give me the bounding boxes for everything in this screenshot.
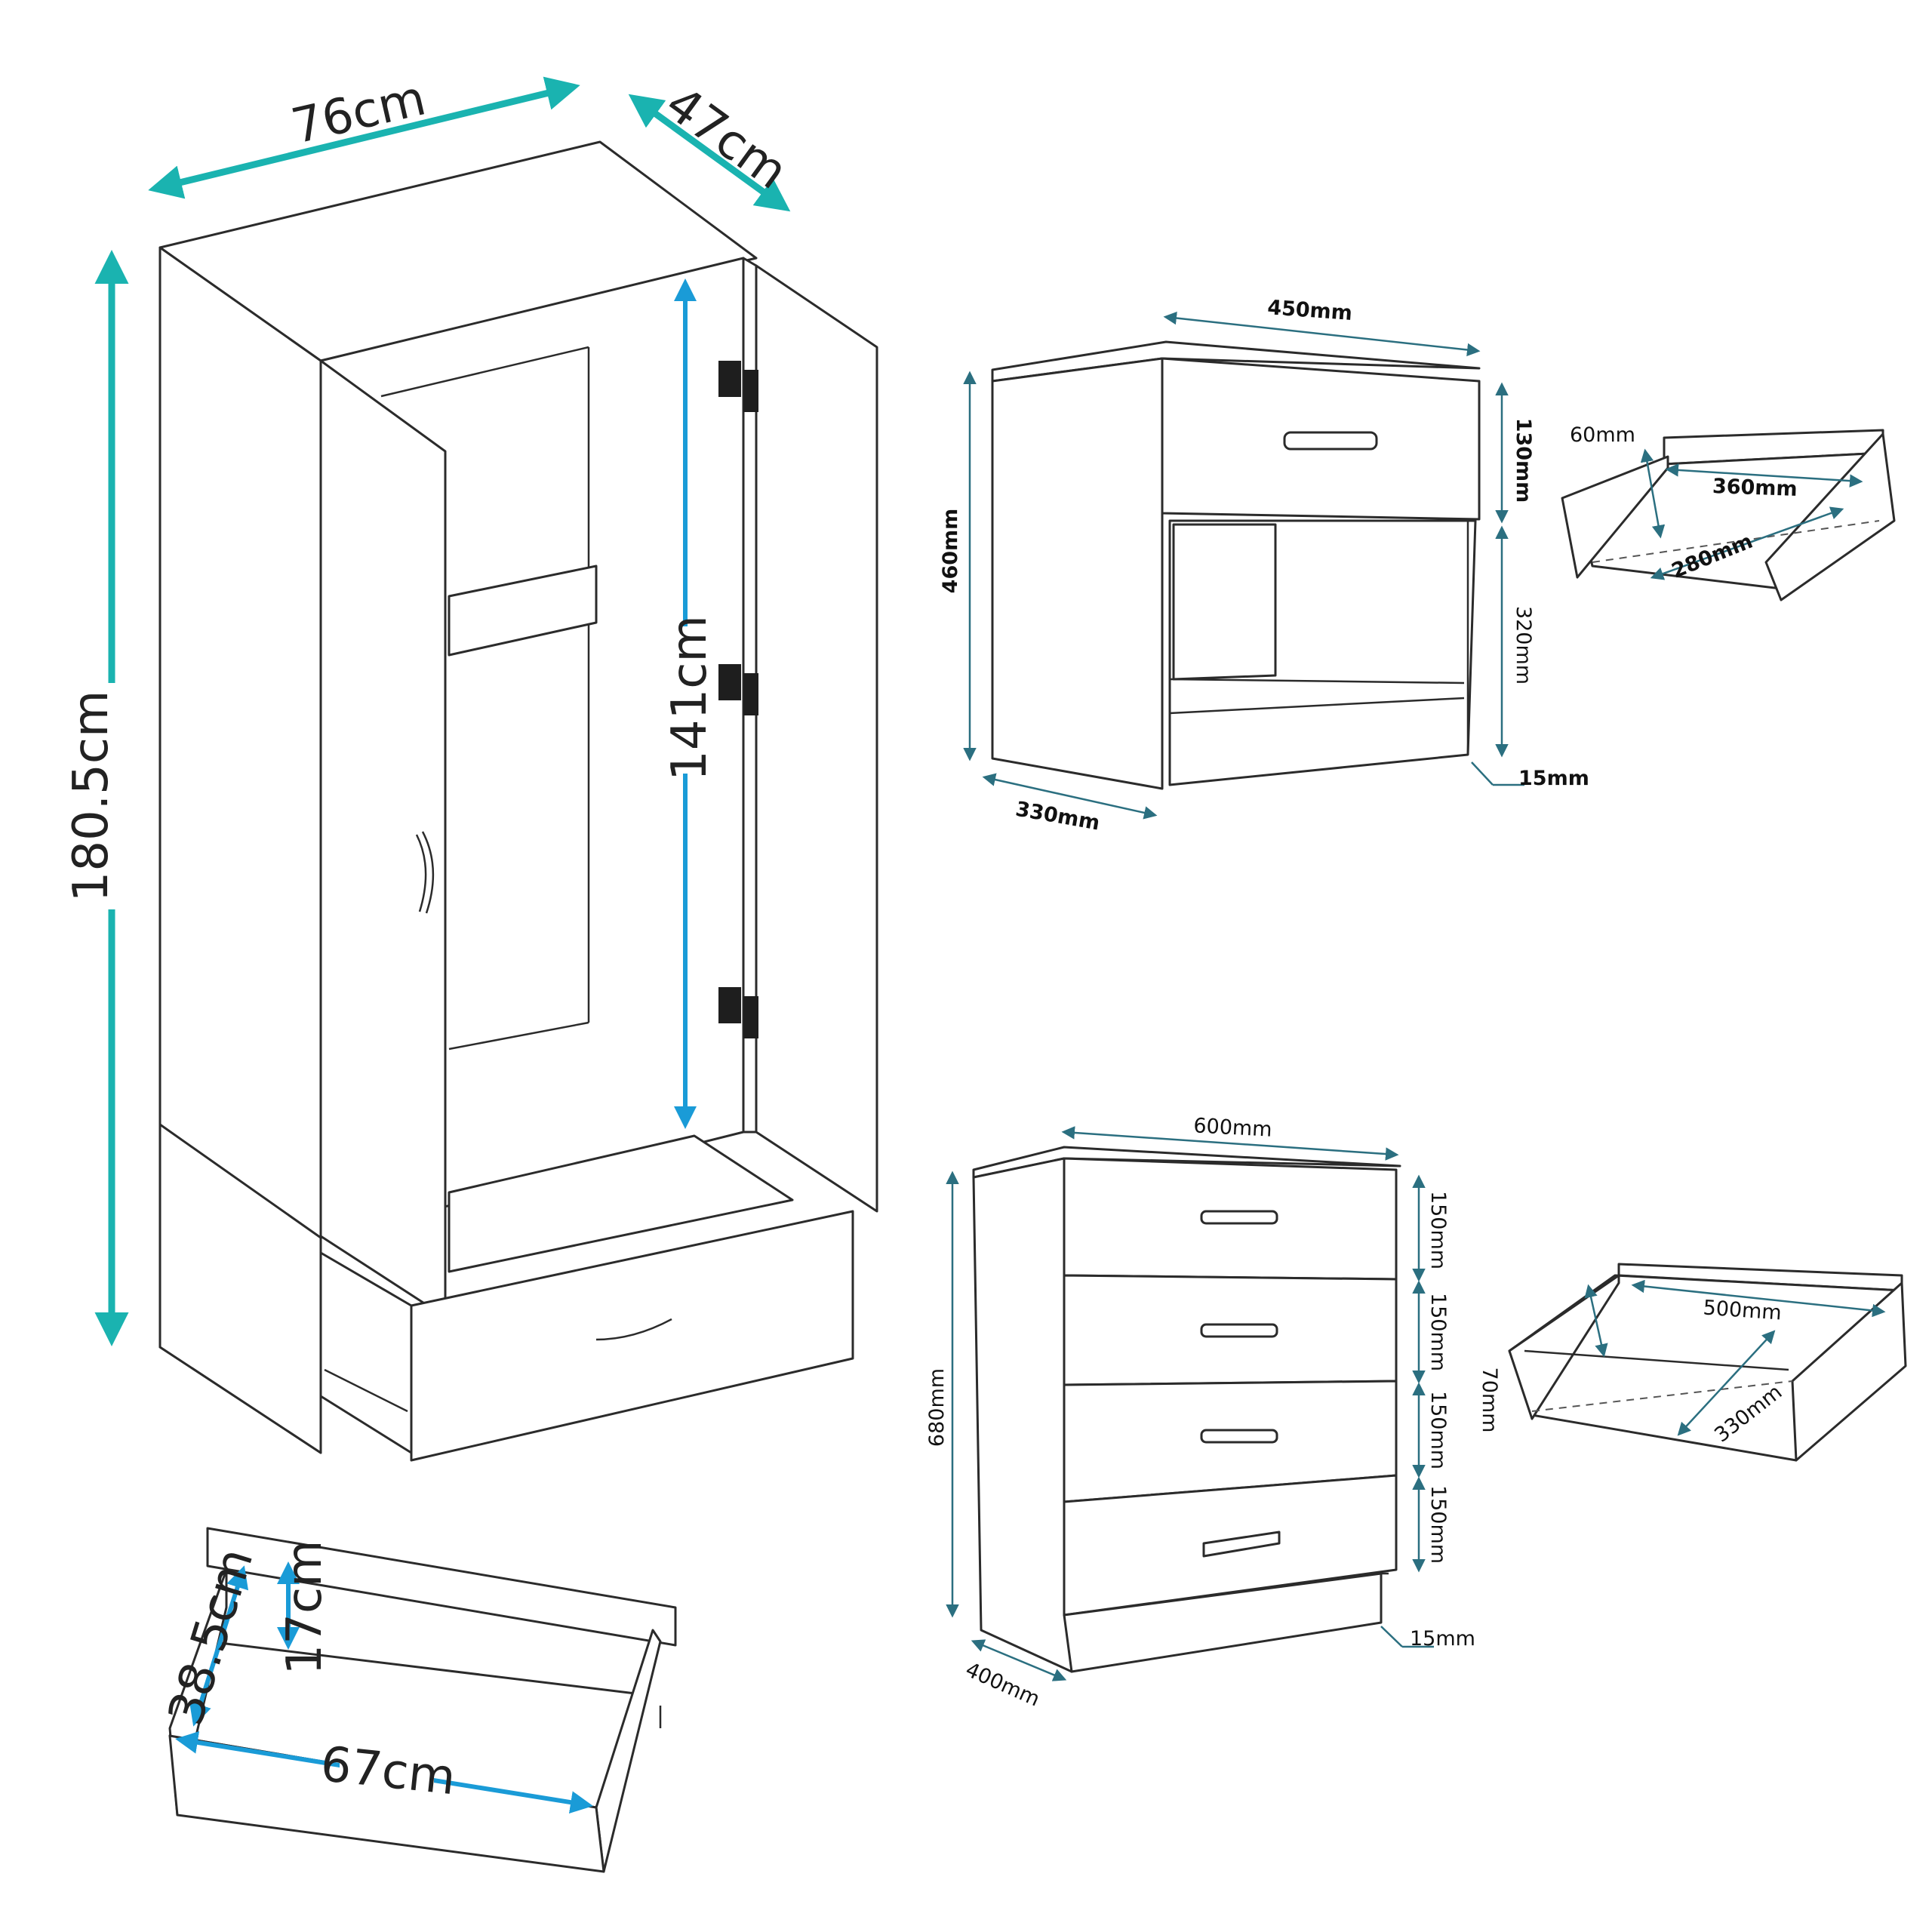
chest-plinth-label: 15mm (1410, 1627, 1475, 1651)
bedside-depth-label: 330mm (1014, 798, 1101, 835)
bedside-drawer-width-label: 360mm (1712, 475, 1798, 501)
chest-drawer-4-label: 150mm (1426, 1485, 1450, 1564)
chest-drawer-2-label: 150mm (1426, 1293, 1450, 1371)
bedside-shelf-back (1172, 523, 1277, 681)
wardrobe-height-label: 180.5cm (63, 691, 119, 903)
chest-drawer-height-label: 70mm (1478, 1367, 1501, 1433)
wardrobe-hanging-rail (448, 565, 598, 657)
drawer-height-dimension: 17cm (277, 1540, 333, 1675)
chest-drawer-1-label: 150mm (1426, 1191, 1450, 1269)
wardrobe-base (158, 1123, 322, 1454)
hinge-icon (718, 664, 758, 715)
chest-drawer-4-handle (1202, 1531, 1281, 1558)
bedside-plinth-label: 15mm (1518, 767, 1589, 790)
bedside-drawer-detail (1561, 429, 1896, 601)
bedside-height-label: 460mm (939, 509, 962, 594)
hinge-icon (718, 987, 758, 1038)
bedside-drawer-front-label: 130mm (1512, 418, 1535, 503)
bedside-drawer-handle (1283, 431, 1378, 451)
bedside-top (991, 340, 1481, 383)
chest-side (972, 1157, 1073, 1673)
wardrobe-drawing (158, 140, 878, 1462)
chest-drawer-width-label: 500mm (1703, 1296, 1783, 1324)
chest-plinth (1063, 1572, 1383, 1673)
chest-drawer-1-handle (1200, 1210, 1278, 1225)
bedside-dimensions: 450mm 460mm 330mm 130mm 320mm 15mm (939, 296, 1589, 835)
chest-height-label: 680mm (925, 1368, 949, 1447)
wardrobe-hanging-dimension: 141cm (662, 278, 718, 1129)
chest-of-drawers-drawing (972, 1146, 1401, 1673)
chest-width-label: 600mm (1193, 1114, 1273, 1141)
bedside-side (991, 357, 1164, 790)
wardrobe-hanging-label: 141cm (662, 615, 718, 781)
hinge-icon (718, 361, 758, 412)
wardrobe-bottom-shelf (448, 1134, 794, 1273)
drawer-back-panel (206, 1527, 677, 1647)
bedside-cabinet-drawing (991, 340, 1481, 790)
chest-drawer-3-label: 150mm (1426, 1391, 1450, 1469)
chest-dimensions: 600mm 680mm 400mm 150mm 150mm 150mm 150m… (925, 1114, 1475, 1711)
chest-drawer-2-handle (1200, 1323, 1278, 1338)
wardrobe-height-dimension: 180.5cm (63, 250, 129, 1346)
wardrobe-drawer-handle (595, 1318, 672, 1341)
wardrobe-right-door (755, 264, 878, 1213)
bedside-drawer-height-label: 60mm (1570, 423, 1635, 447)
bedside-open-shelf-label: 320mm (1512, 606, 1535, 685)
wardrobe-depth-label: 47cm (655, 75, 797, 200)
wardrobe-door-handle (415, 831, 435, 914)
drawer-height-label: 17cm (277, 1540, 333, 1675)
chest-drawer-3-handle (1200, 1429, 1278, 1444)
bedside-width-label: 450mm (1266, 296, 1353, 325)
